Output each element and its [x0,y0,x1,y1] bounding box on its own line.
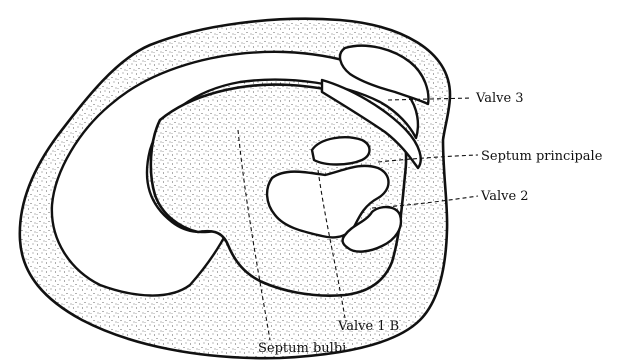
septum-principale-cavity [312,137,370,164]
label-septum-principale: Septum principale [481,149,603,164]
label-valve-2: Valve 2 [480,189,529,204]
label-septum-bulbi: Septum bulbi [258,341,346,356]
label-valve-1b: Valve 1 B [337,319,399,334]
label-valve-3: Valve 3 [475,91,524,106]
